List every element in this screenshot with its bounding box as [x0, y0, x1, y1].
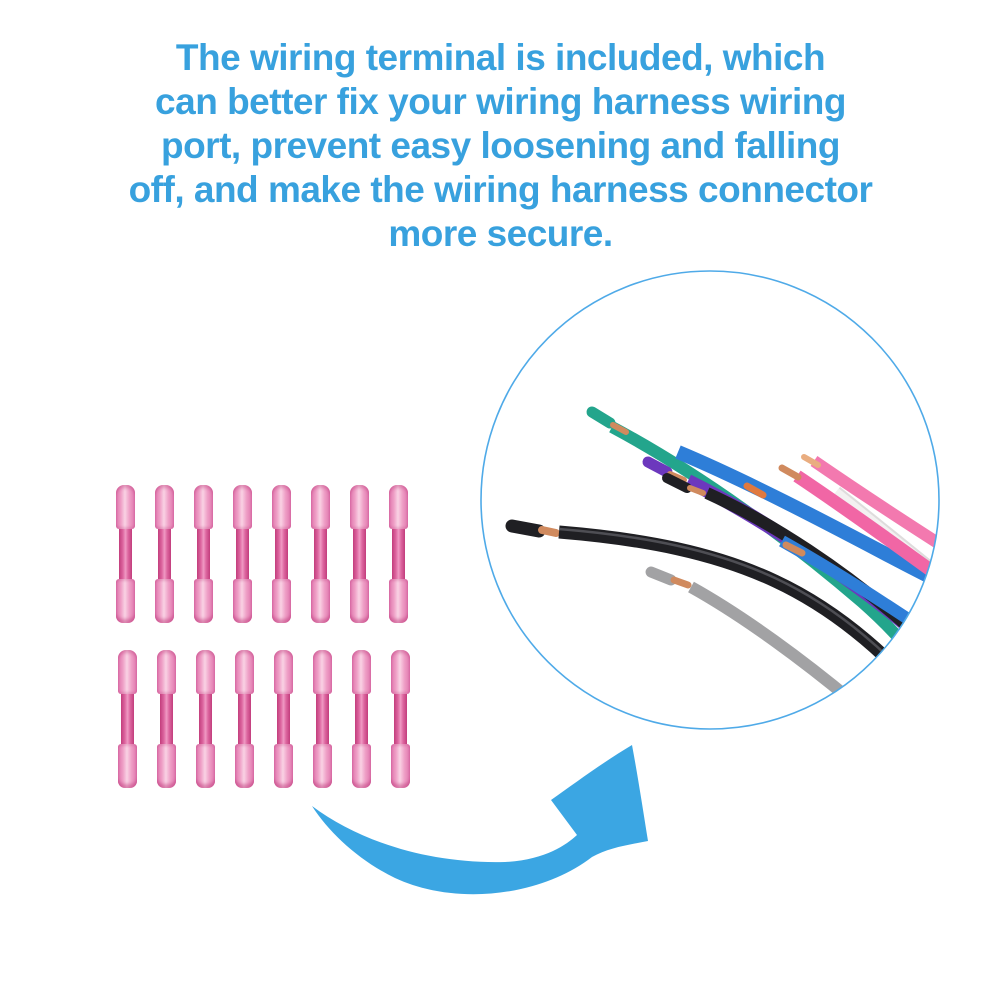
- connector-top-sleeve: [155, 485, 174, 529]
- connector-bottom-sleeve: [391, 744, 410, 788]
- gray-wire: [688, 581, 889, 729]
- connector-top-sleeve: [274, 650, 293, 694]
- butt-connector: [157, 650, 176, 788]
- connector-bottom-sleeve: [116, 579, 135, 623]
- pink-upper-copper: [801, 454, 821, 468]
- connector-metal-barrel: [119, 529, 132, 579]
- black-short-tip: [662, 473, 692, 493]
- connector-bottom-sleeve: [389, 579, 408, 623]
- black-wire-copper: [538, 526, 560, 537]
- connector-bottom-sleeve: [194, 579, 213, 623]
- connector-bottom-sleeve: [311, 579, 330, 623]
- connector-bottom-sleeve: [157, 744, 176, 788]
- butt-connector: [118, 650, 137, 788]
- black-wire-tip: [505, 519, 546, 538]
- butt-connector: [350, 485, 369, 623]
- butt-connector: [155, 485, 174, 623]
- butt-connector: [194, 485, 213, 623]
- heading-line-4: off, and make the wiring harness connect…: [128, 169, 873, 210]
- butt-connector: [389, 485, 408, 623]
- connector-metal-barrel: [160, 694, 173, 744]
- connector-top-sleeve: [235, 650, 254, 694]
- green-wire-copper: [610, 422, 629, 435]
- blue-wire: [675, 445, 939, 595]
- connector-grid-row-1: [116, 485, 408, 623]
- pink-wire: [793, 470, 939, 607]
- magnified-wires-group: [505, 406, 939, 729]
- butt-connector: [352, 650, 371, 788]
- connector-metal-barrel: [158, 529, 171, 579]
- connector-bottom-sleeve: [274, 744, 293, 788]
- connector-metal-barrel: [197, 529, 210, 579]
- connector-top-sleeve: [389, 485, 408, 529]
- butt-connector: [116, 485, 135, 623]
- blue-lower-copper: [782, 541, 806, 557]
- connector-top-sleeve: [352, 650, 371, 694]
- connector-grid-row-2: [118, 650, 410, 788]
- connector-top-sleeve: [313, 650, 332, 694]
- connector-bottom-sleeve: [196, 744, 215, 788]
- butt-connector: [391, 650, 410, 788]
- magnifier-circle-border: [480, 270, 940, 730]
- connector-bottom-sleeve: [233, 579, 252, 623]
- butt-connector: [272, 485, 291, 623]
- orange-copper-strand: [743, 482, 767, 499]
- connector-top-sleeve: [391, 650, 410, 694]
- butt-connector: [196, 650, 215, 788]
- connector-top-sleeve: [311, 485, 330, 529]
- connector-metal-barrel: [394, 694, 407, 744]
- connector-bottom-sleeve: [155, 579, 174, 623]
- connector-top-sleeve: [194, 485, 213, 529]
- connector-top-sleeve: [118, 650, 137, 694]
- connector-top-sleeve: [233, 485, 252, 529]
- curved-arrow-icon: [312, 745, 648, 895]
- butt-connector: [235, 650, 254, 788]
- black-short-copper: [687, 485, 706, 496]
- pink-wire-copper: [778, 464, 802, 481]
- connector-metal-barrel: [316, 694, 329, 744]
- product-description-text: The wiring terminal is included, which c…: [0, 36, 1001, 256]
- connector-top-sleeve: [116, 485, 135, 529]
- connector-metal-barrel: [238, 694, 251, 744]
- connector-metal-barrel: [121, 694, 134, 744]
- connector-metal-barrel: [199, 694, 212, 744]
- connector-metal-barrel: [236, 529, 249, 579]
- heading-line-3: port, prevent easy loosening and falling: [160, 125, 841, 166]
- butt-connector: [311, 485, 330, 623]
- connector-metal-barrel: [355, 694, 368, 744]
- butt-connector: [274, 650, 293, 788]
- connector-top-sleeve: [157, 650, 176, 694]
- connector-top-sleeve: [272, 485, 291, 529]
- connector-metal-barrel: [392, 529, 405, 579]
- connector-top-sleeve: [196, 650, 215, 694]
- heading-line-5: more secure.: [388, 213, 613, 254]
- connector-metal-barrel: [275, 529, 288, 579]
- connector-bottom-sleeve: [118, 744, 137, 788]
- gray-wire-copper: [670, 576, 692, 589]
- butt-connector: [233, 485, 252, 623]
- butt-connector: [313, 650, 332, 788]
- connector-metal-barrel: [277, 694, 290, 744]
- connector-bottom-sleeve: [313, 744, 332, 788]
- connector-bottom-sleeve: [350, 579, 369, 623]
- gray-wire-tip: [645, 566, 677, 586]
- green-wire-tip: [586, 406, 616, 429]
- connector-bottom-sleeve: [352, 744, 371, 788]
- purple-wire-copper: [667, 471, 687, 483]
- connector-metal-barrel: [353, 529, 366, 579]
- connector-metal-barrel: [314, 529, 327, 579]
- connector-bottom-sleeve: [235, 744, 254, 788]
- purple-wire-tip: [642, 456, 673, 478]
- heading-line-1: The wiring terminal is included, which: [175, 37, 826, 78]
- connector-bottom-sleeve: [272, 579, 291, 623]
- connector-top-sleeve: [350, 485, 369, 529]
- heading-line-2: can better fix your wiring harness wirin…: [155, 81, 846, 122]
